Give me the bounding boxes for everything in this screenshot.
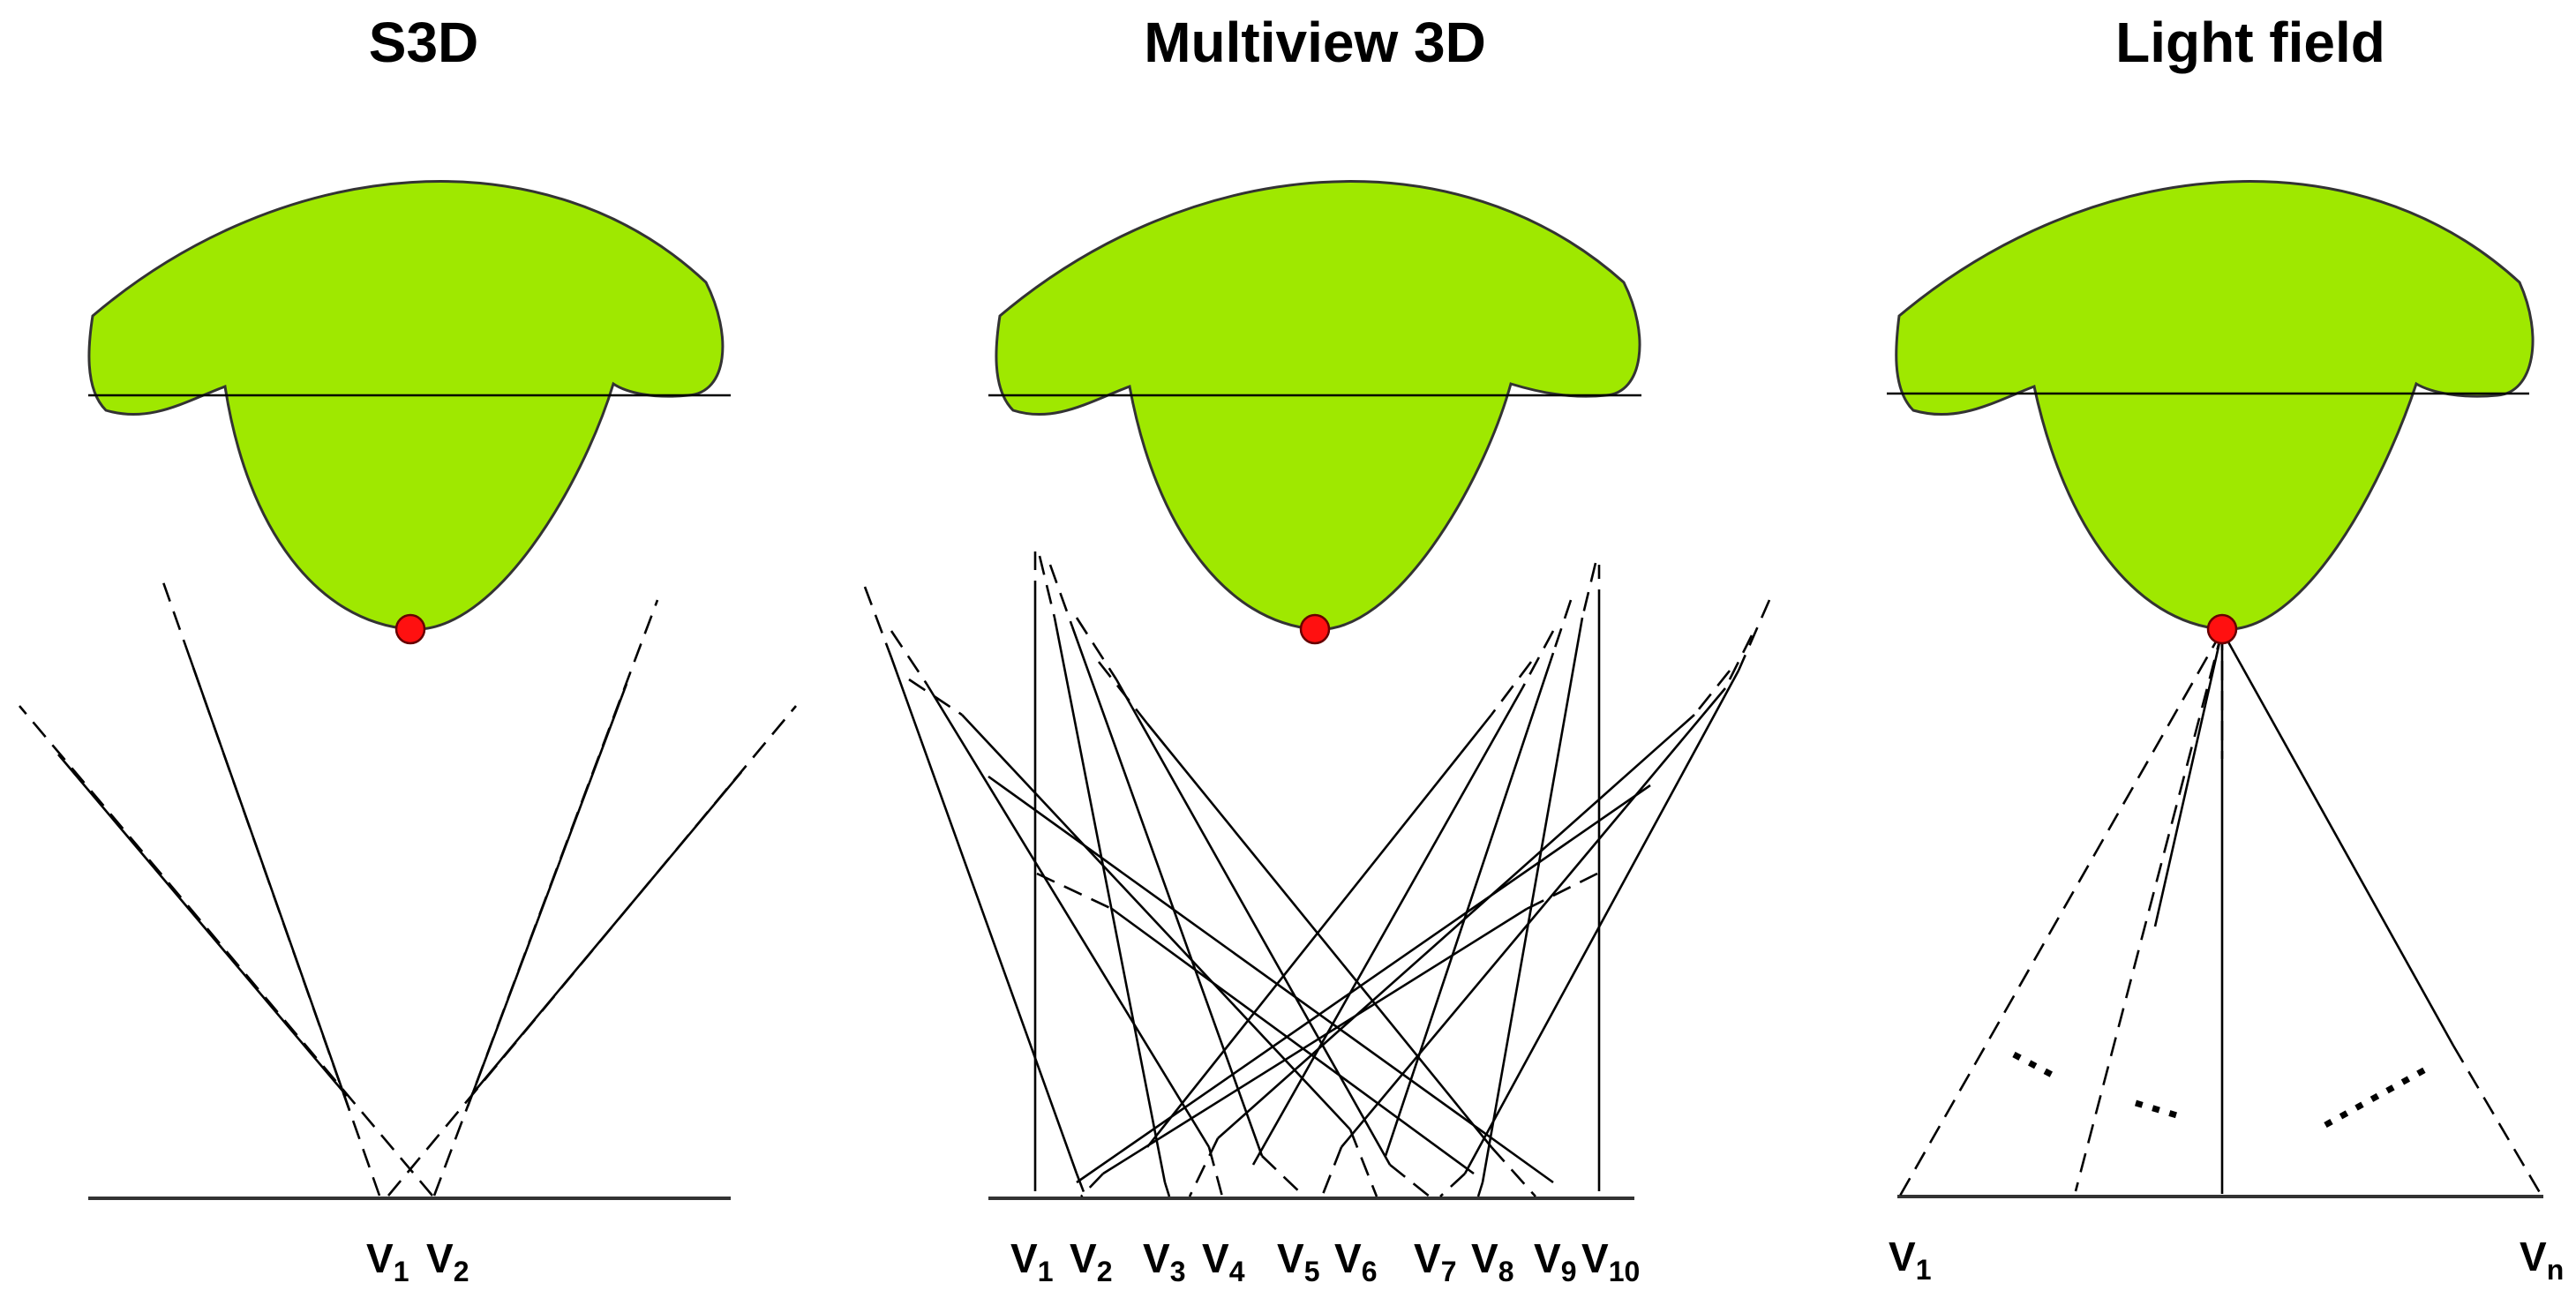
- view-label-v2: V2: [426, 1235, 469, 1287]
- view-ray: [2452, 1045, 2543, 1197]
- view-ray: [1389, 1163, 1431, 1198]
- view-ray: [1439, 1173, 1466, 1197]
- view-ray: [1115, 679, 1392, 1166]
- view-ray: [1076, 784, 1651, 1184]
- view-ray: [1163, 1182, 1171, 1197]
- view-label-v1: V1: [1010, 1235, 1053, 1287]
- view-label-v5: V5: [1277, 1235, 1319, 1287]
- view-ray: [1251, 687, 1524, 1166]
- view-ray: [1724, 634, 1754, 689]
- ellipsis-mark: [2324, 1064, 2430, 1129]
- view-label-v9: V9: [1534, 1235, 1576, 1287]
- view-ray: [1320, 1146, 1343, 1197]
- view-ray: [863, 586, 893, 658]
- object-point: [2206, 613, 2238, 645]
- view-ray: [1075, 617, 1118, 680]
- view-ray: [1261, 1155, 1305, 1197]
- view-label-v1: V1: [1889, 1234, 1931, 1286]
- view-ray: [1898, 630, 2224, 1197]
- view-ray: [1111, 907, 1475, 1175]
- view-ray: [1080, 1173, 1104, 1197]
- view-label-v7: V7: [1414, 1235, 1456, 1287]
- view-ray: [466, 683, 628, 1107]
- view-ray: [1348, 1129, 1378, 1197]
- view-ray: [1521, 630, 1555, 689]
- view-ray: [1053, 617, 1167, 1183]
- view-ray: [1145, 723, 1493, 1148]
- view-ray: [1551, 599, 1573, 654]
- view-ray: [1102, 907, 1528, 1175]
- panel-multiview: V1 V2 V3 V4 V5 V6 V7 V8 V9 V10: [863, 180, 1771, 1287]
- view-ray: [988, 775, 1554, 1184]
- view-label-v1: V1: [366, 1235, 409, 1287]
- view-ray: [908, 678, 963, 717]
- view-ray: [1038, 555, 1056, 619]
- view-ray: [1207, 1146, 1224, 1197]
- view-ray: [1145, 714, 1493, 1148]
- view-ray: [1490, 661, 1533, 716]
- view-ray: [1341, 687, 1726, 1148]
- panel-title-multiview: Multiview 3D: [1144, 11, 1486, 74]
- object-point: [1299, 613, 1331, 645]
- view-ray: [1036, 872, 1113, 911]
- view-ray: [188, 657, 351, 1111]
- view-ray: [2074, 630, 2224, 1192]
- view-ray: [1097, 661, 1149, 724]
- object-shape: [1895, 180, 2535, 631]
- view-ray: [1075, 1173, 1087, 1197]
- view-label-vn: Vn: [2520, 1234, 2564, 1286]
- view-label-v3: V3: [1143, 1235, 1185, 1287]
- view-ray: [1526, 872, 1598, 911]
- view-labels: V1 V2 V3 V4 V5 V6 V7 V8 V9 V10: [1010, 1235, 1640, 1287]
- view-label-v10: V10: [1581, 1235, 1640, 1287]
- view-ray: [2153, 630, 2224, 927]
- view-ray: [1737, 599, 1771, 672]
- view-ray: [1384, 652, 1555, 1157]
- view-ray: [1581, 562, 1597, 619]
- view-ray: [890, 630, 928, 685]
- view-ray: [1463, 670, 1740, 1174]
- view-ray: [1693, 670, 1731, 716]
- view-label-v4: V4: [1202, 1235, 1245, 1287]
- view-ray: [890, 657, 1078, 1174]
- panel-title-s3d: S3D: [369, 11, 479, 74]
- panel-title-light-field: Light field: [2115, 11, 2385, 74]
- view-ray: [57, 754, 348, 1097]
- view-ray: [1481, 617, 1584, 1183]
- view-ray: [471, 771, 742, 1095]
- view-ray: [1491, 1146, 1536, 1197]
- view-ray: [1188, 1137, 1220, 1197]
- object-shape: [87, 180, 725, 631]
- view-ray: [961, 714, 1351, 1130]
- view-ray: [1048, 564, 1074, 627]
- view-label-v2: V2: [1070, 1235, 1112, 1287]
- view-label-v8: V8: [1471, 1235, 1513, 1287]
- object-point: [394, 613, 426, 645]
- object-shape: [995, 180, 1641, 631]
- panel-light-field: V1 Vn: [1887, 180, 2564, 1286]
- ellipsis-mark: [2012, 1051, 2054, 1078]
- view-ray: [925, 683, 1211, 1148]
- view-ray: [19, 705, 433, 1197]
- view-ray: [1217, 714, 1695, 1139]
- view-ray: [1476, 1182, 1484, 1197]
- ellipsis-mark: [2134, 1099, 2182, 1120]
- panel-s3d: V1 V2: [19, 180, 797, 1287]
- view-ray: [1070, 626, 1264, 1157]
- view-label-v6: V6: [1334, 1235, 1377, 1287]
- view-ray: [2220, 630, 2455, 1047]
